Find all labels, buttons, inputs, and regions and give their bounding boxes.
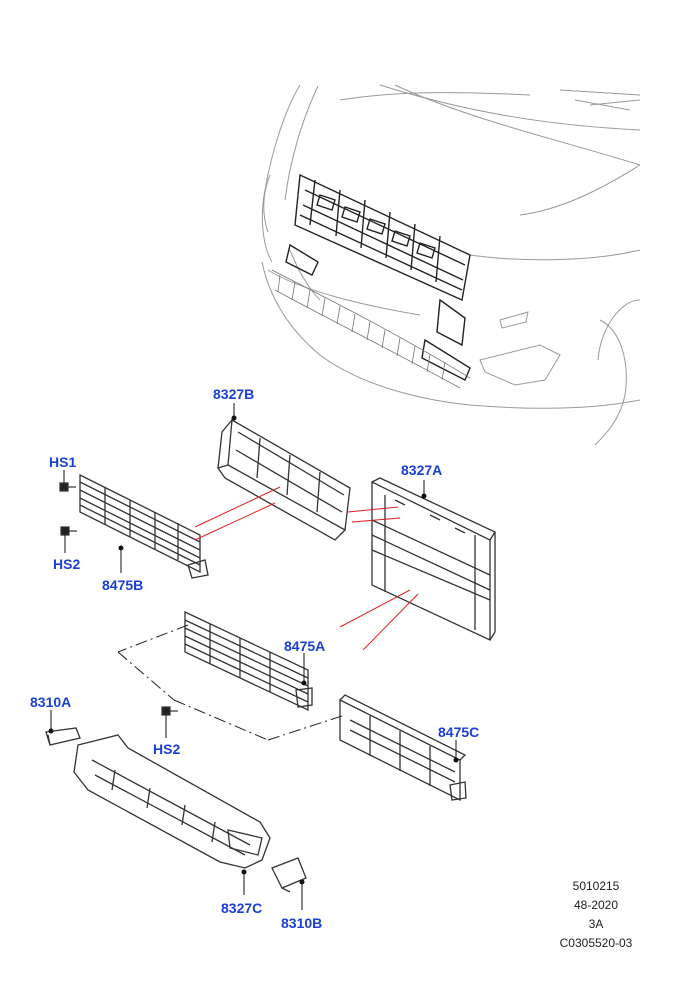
callout-8310B: 8310B	[281, 915, 323, 931]
red-leader-lines	[194, 486, 419, 651]
callout-8327A: 8327A	[401, 462, 443, 478]
callout-8327C: 8327C	[221, 900, 263, 916]
part-8327C	[73, 734, 271, 869]
part-8310B	[271, 857, 307, 893]
callout-8475C: 8475C	[438, 724, 480, 740]
callout-HS1: HS1	[49, 454, 77, 470]
part-8475C	[339, 694, 467, 802]
part-8475B	[79, 473, 209, 579]
fastener-HS2-lower	[161, 706, 178, 716]
part-8327A	[371, 477, 496, 642]
vehicle-front-outline	[261, 84, 641, 446]
reference-code-2: 48-2020	[573, 898, 619, 912]
dash-dot-alignment-lines	[117, 624, 346, 741]
part-8327B	[217, 418, 351, 541]
part-8310A	[45, 727, 81, 746]
part-8475A	[184, 610, 313, 712]
vehicle-lower-mesh	[271, 269, 471, 389]
callout-HS2-upper: HS2	[53, 556, 81, 572]
reference-code-3: 3A	[588, 917, 604, 931]
vehicle-grille	[285, 173, 471, 381]
fastener-HS1	[59, 482, 76, 492]
fastener-HS2-upper	[60, 526, 77, 536]
reference-code-1: 5010215	[572, 879, 620, 893]
callout-8475A: 8475A	[284, 638, 326, 654]
callout-8310A: 8310A	[30, 694, 72, 710]
callout-8475B: 8475B	[102, 577, 144, 593]
callout-8327B: 8327B	[213, 386, 255, 402]
callout-HS2-lower: HS2	[153, 741, 181, 757]
reference-code-4: C0305520-03	[559, 936, 633, 950]
